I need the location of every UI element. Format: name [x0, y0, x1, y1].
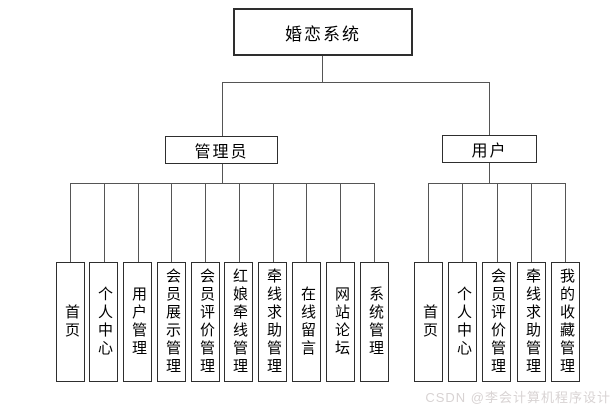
- connector-user-drop: [489, 82, 490, 135]
- node-matchmaking-help-management-user: 牵线求助管理: [517, 262, 546, 382]
- connector-level1-rail: [222, 82, 490, 83]
- node-matchmaker-management: 红娘牵线管理: [224, 262, 253, 382]
- connector-admin-rail: [70, 183, 375, 184]
- node-personal-center-admin: 个人中心: [89, 262, 118, 382]
- connector-admin-drop: [222, 82, 223, 136]
- connector-admin-stub-6: [273, 183, 274, 262]
- node-matchmaking-help-management: 牵线求助管理: [258, 262, 287, 382]
- connector-admin-stub-1: [104, 183, 105, 262]
- node-home-admin: 首页: [56, 262, 85, 382]
- branch-node-admin: 管理员: [165, 136, 278, 164]
- connector-root-drop: [322, 56, 323, 82]
- connector-user-stub-4: [565, 183, 566, 262]
- csdn-watermark: CSDN @李会计算机程序设计: [425, 390, 611, 405]
- node-matchmaker-management-label: 红娘牵线管理: [231, 268, 247, 376]
- node-my-favorites-management-label: 我的收藏管理: [558, 268, 574, 376]
- node-member-evaluation-management: 会员评价管理: [191, 262, 220, 382]
- connector-admin-rail-drop: [222, 164, 223, 183]
- node-member-evaluation-management-label: 会员评价管理: [198, 268, 214, 376]
- node-member-display-management: 会员展示管理: [157, 262, 186, 382]
- node-online-message-label: 在线留言: [299, 286, 315, 358]
- connector-admin-stub-8: [340, 183, 341, 262]
- node-system-management: 系统管理: [360, 262, 389, 382]
- node-user-management: 用户管理: [123, 262, 152, 382]
- node-website-forum: 网站论坛: [326, 262, 355, 382]
- connector-user-stub-3: [531, 183, 532, 262]
- node-website-forum-label: 网站论坛: [333, 286, 349, 358]
- connector-admin-stub-9: [374, 183, 375, 262]
- node-system-management-label: 系统管理: [367, 286, 383, 358]
- connector-admin-stub-4: [205, 183, 206, 262]
- connector-admin-stub-2: [138, 183, 139, 262]
- connector-user-rail-drop: [489, 163, 490, 183]
- node-my-favorites-management: 我的收藏管理: [551, 262, 580, 382]
- node-home-admin-label: 首页: [63, 304, 79, 340]
- connector-admin-stub-7: [306, 183, 307, 262]
- connector-admin-stub-3: [171, 183, 172, 262]
- branch-node-admin-label: 管理员: [194, 144, 249, 161]
- node-personal-center-admin-label: 个人中心: [96, 286, 112, 358]
- root-node-marriage-system: 婚恋系统: [233, 8, 413, 56]
- node-member-display-management-label: 会员展示管理: [164, 268, 180, 376]
- connector-user-stub-0: [428, 183, 429, 262]
- branch-node-user-label: 用户: [471, 143, 508, 160]
- node-member-evaluation-management-user-label: 会员评价管理: [489, 268, 505, 376]
- root-node-label: 婚恋系统: [285, 24, 361, 44]
- node-matchmaking-help-management-user-label: 牵线求助管理: [524, 268, 540, 376]
- connector-admin-stub-5: [239, 183, 240, 262]
- node-personal-center-user-label: 个人中心: [455, 286, 471, 358]
- node-member-evaluation-management-user: 会员评价管理: [482, 262, 511, 382]
- branch-node-user: 用户: [442, 135, 537, 163]
- connector-user-stub-2: [497, 183, 498, 262]
- node-home-user-label: 首页: [421, 304, 437, 340]
- node-home-user: 首页: [414, 262, 443, 382]
- node-matchmaking-help-management-label: 牵线求助管理: [265, 268, 281, 376]
- connector-admin-stub-0: [70, 183, 71, 262]
- connector-user-stub-1: [462, 183, 463, 262]
- node-personal-center-user: 个人中心: [448, 262, 477, 382]
- node-user-management-label: 用户管理: [130, 286, 146, 358]
- node-online-message: 在线留言: [292, 262, 321, 382]
